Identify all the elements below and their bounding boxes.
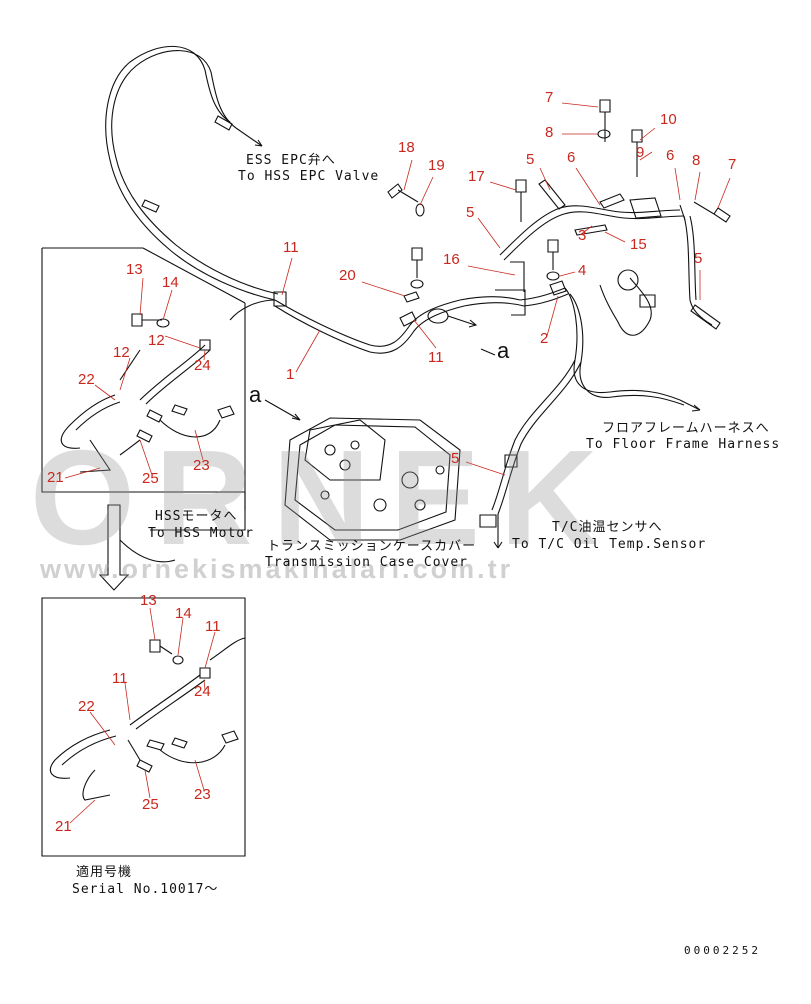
callout-16: 16	[443, 251, 460, 268]
note-floor-en: To Floor Frame Harness	[586, 437, 781, 452]
note-serial-en: Serial No.10017～	[72, 882, 219, 897]
callout-23: 23	[193, 457, 210, 474]
note-floor-jp: フロアフレームハーネスへ	[602, 421, 770, 436]
callout-11: 11	[428, 349, 444, 366]
callout-2: 2	[540, 330, 549, 347]
callout-6: 6	[666, 147, 675, 164]
callout-6: 6	[567, 149, 576, 166]
callout-12: 12	[148, 332, 165, 349]
callout-5: 5	[694, 250, 703, 267]
callout-5: 5	[466, 204, 475, 221]
callout-25: 25	[142, 470, 159, 487]
callout-11: 11	[112, 670, 128, 687]
callout-23: 23	[194, 786, 211, 803]
note-ess-jp: ESS EPC弁へ	[246, 153, 336, 168]
callout-10: 10	[660, 111, 677, 128]
callout-21: 21	[47, 469, 64, 486]
watermark-url: www.ornekismakinalari.com.tr	[40, 554, 514, 584]
callout-1: 1	[286, 366, 295, 383]
callout-24: 24	[194, 683, 211, 700]
callout-21: 21	[55, 818, 72, 835]
callout-15: 15	[630, 236, 647, 253]
callout-22: 22	[78, 371, 95, 388]
note-tc-jp: T/C油温センサへ	[552, 520, 663, 535]
callout-14: 14	[175, 605, 192, 622]
callout-7: 7	[545, 89, 554, 106]
note-serial-jp: 適用号機	[76, 865, 133, 880]
callout-13: 13	[126, 261, 143, 278]
note-trans-en: Transmission Case Cover	[265, 555, 469, 570]
callout-17: 17	[468, 168, 485, 185]
callout-14: 14	[162, 274, 179, 291]
note-hss-jp: HSSモータへ	[155, 509, 238, 524]
callout-4: 4	[578, 262, 587, 279]
watermark-logo: ORNEK	[30, 422, 618, 573]
callout-5: 5	[526, 151, 535, 168]
note-ess-en: To HSS EPC Valve	[238, 169, 380, 184]
note-tc-en: To T/C Oil Temp.Sensor	[512, 537, 707, 552]
section-letter-arrow: a	[497, 338, 510, 363]
callout-11: 11	[205, 618, 221, 635]
callout-9: 9	[636, 144, 645, 161]
callout-5: 5	[451, 450, 460, 467]
callout-24: 24	[194, 357, 211, 374]
callout-22: 22	[78, 698, 95, 715]
callout-3: 3	[578, 227, 587, 244]
section-letter-cover: a	[249, 382, 262, 407]
callout-13: 13	[140, 592, 157, 609]
callout-19: 19	[428, 157, 445, 174]
callout-25: 25	[142, 796, 159, 813]
callout-20: 20	[339, 267, 356, 284]
callout-8: 8	[692, 152, 701, 169]
callout-7: 7	[728, 156, 737, 173]
drawing-number: 00002252	[684, 944, 761, 957]
callout-12: 12	[113, 344, 130, 361]
callout-8: 8	[545, 124, 554, 141]
callout-11: 11	[283, 239, 299, 256]
note-trans-jp: トランスミッションケースカバー	[267, 539, 477, 554]
callout-18: 18	[398, 139, 415, 156]
note-hss-en: To HSS Motor	[148, 526, 254, 541]
